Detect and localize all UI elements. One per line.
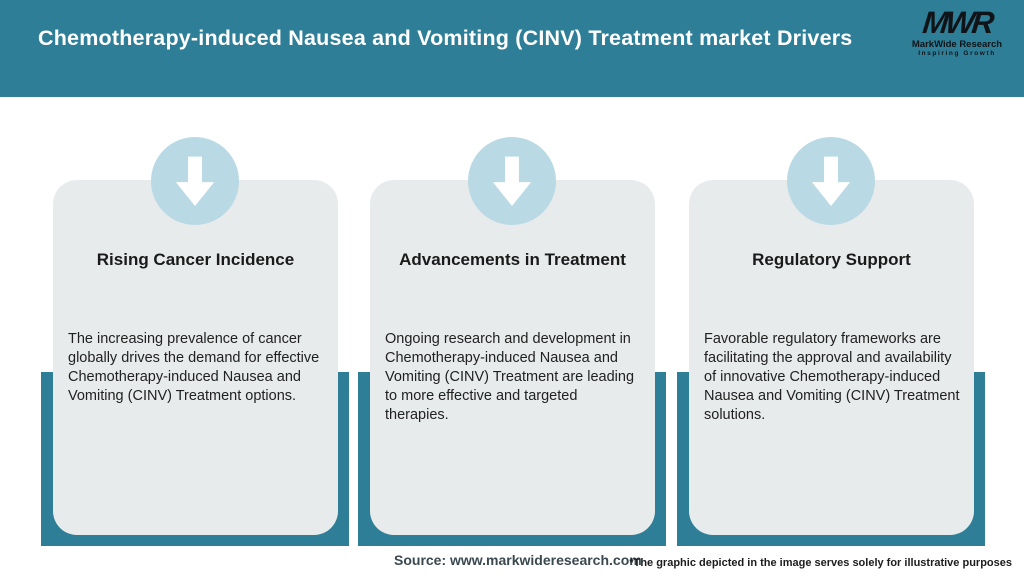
header-band: Chemotherapy-induced Nausea and Vomiting… bbox=[0, 0, 1024, 97]
disclaimer-text: *The graphic depicted in the image serve… bbox=[629, 557, 1012, 569]
driver-card-advancements-in-treatment: Advancements in Treatment Ongoing resear… bbox=[370, 180, 655, 535]
logo-monogram: MWR bbox=[920, 5, 994, 40]
page-title: Chemotherapy-induced Nausea and Vomiting… bbox=[38, 26, 853, 50]
logo-name: MarkWide Research bbox=[911, 39, 1003, 50]
down-arrow-icon bbox=[151, 137, 239, 225]
driver-card-regulatory-support: Regulatory Support Favorable regulatory … bbox=[689, 180, 974, 535]
driver-card-rising-cancer-incidence: Rising Cancer Incidence The increasing p… bbox=[53, 180, 338, 535]
card-title: Rising Cancer Incidence bbox=[96, 250, 295, 269]
card-description: The increasing prevalence of cancer glob… bbox=[68, 331, 320, 404]
down-arrow-icon bbox=[468, 137, 556, 225]
source-text: Source: www.markwideresearch.com bbox=[394, 552, 642, 568]
card-title: Regulatory Support bbox=[752, 250, 911, 269]
card-description: Favorable regulatory frameworks are faci… bbox=[704, 331, 960, 423]
down-arrow-icon bbox=[787, 137, 875, 225]
card-title: Advancements in Treatment bbox=[399, 250, 626, 269]
markwide-logo: MWR MarkWide Research Inspiring Growth bbox=[902, 5, 1012, 58]
card-description: Ongoing research and development in Chem… bbox=[385, 331, 635, 423]
logo-tagline: Inspiring Growth bbox=[918, 50, 996, 57]
